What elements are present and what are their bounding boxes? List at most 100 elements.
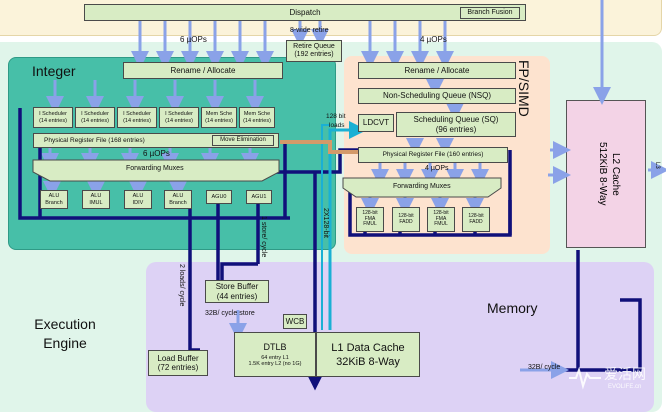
- unit-width: 128-bit: [468, 212, 484, 219]
- unit-type: ALU: [132, 193, 144, 200]
- int-uops-label: 6 µOPs: [143, 149, 170, 158]
- load-buffer-title: Load Buffer: [157, 353, 199, 363]
- l2-title: L2 Cache: [610, 152, 621, 196]
- sched-entries: (14 entries): [39, 117, 67, 124]
- twox128-label: 2X128-bit: [322, 208, 329, 238]
- int-scheduler-2: I Scheduler(14 entries): [117, 107, 157, 128]
- dtlb-l2-entries: 1.5K entry L2 (no 1G): [248, 361, 302, 368]
- l1d-size: 32KiB 8-Way: [336, 355, 400, 368]
- store-rate-label: 32B/ cycle store: [205, 310, 255, 317]
- uops-left-label: 6 µOPs: [180, 35, 207, 44]
- sq-label: Scheduling Queue (SQ): [413, 115, 499, 125]
- agu-label: AGU1: [251, 193, 267, 200]
- fp-rename-allocate: Rename / Allocate: [358, 62, 516, 79]
- agu-label: AGU0: [211, 193, 227, 200]
- unit-width: 128-bit: [362, 209, 378, 216]
- wcb-label: WCB: [285, 316, 305, 326]
- agu0-unit: AGU0: [206, 190, 232, 204]
- store-buffer-entries: (44 entries): [216, 291, 258, 301]
- sched-entries: (14 entries): [243, 117, 271, 124]
- unit-type: FMA: [364, 215, 376, 222]
- int-rename-allocate: Rename / Allocate: [123, 62, 283, 79]
- uops-right-label: 4 µOPs: [420, 35, 447, 44]
- fp-loads-label-1: 128 bit: [326, 113, 346, 120]
- execution-engine-label: Execution Engine: [20, 315, 110, 353]
- sched-entries: (14 entries): [205, 117, 233, 124]
- fp-loads-label-2: loads: [329, 122, 345, 129]
- unit-sub: IDIV: [132, 199, 144, 206]
- unit-type: FMA: [435, 215, 447, 222]
- dispatch-bar: Dispatch: [84, 4, 526, 21]
- dtlb-title: DTLB: [263, 341, 287, 352]
- fp-rename-label: Rename / Allocate: [404, 65, 470, 75]
- load-buffer: Load Buffer(72 entries): [148, 350, 208, 376]
- unit-type: ALU: [48, 193, 60, 200]
- sq-entries: (96 entries): [435, 124, 477, 134]
- engine-line-1: Execution: [34, 316, 96, 332]
- dtlb-box: DTLB 64 entry L1 1.5K entry L2 (no 1G): [234, 332, 316, 377]
- unit-width: 128-bit: [433, 209, 449, 216]
- retire-queue-title: Retire Queue: [293, 42, 335, 50]
- l3-label: L3: [654, 162, 660, 169]
- dtlb-l1-entries: 64 entry L1: [261, 354, 289, 361]
- unit-type: ALU: [90, 193, 102, 200]
- fp-uops-label: 4 µOPs: [425, 165, 449, 172]
- int-scheduler-3: I Scheduler(14 entries): [159, 107, 199, 128]
- sched-entries: (14 entries): [123, 117, 151, 124]
- ldcvt-unit: LDCVT: [358, 114, 394, 132]
- unit-sub: FMUL: [434, 221, 448, 228]
- mem-scheduler-1: Mem Sche(14 entries): [239, 107, 275, 128]
- int-rename-label: Rename / Allocate: [170, 65, 236, 75]
- non-scheduling-queue: Non-Scheduling Queue (NSQ): [358, 88, 516, 104]
- l2-cache-label: L2 Cache 512KiB 8-Way: [596, 106, 622, 242]
- memory-title: Memory: [487, 300, 538, 316]
- int-scheduler-0: I Scheduler(14 entries): [33, 107, 73, 128]
- store-buffer: Store Buffer(44 entries): [205, 280, 269, 303]
- store-per-cycle-label: 1 store/ cycle: [260, 216, 267, 258]
- load-buffer-entries: (72 entries): [157, 363, 199, 372]
- sched-name: I Scheduler: [165, 111, 193, 118]
- unit-width: 128-bit: [398, 212, 414, 219]
- sched-name: Mem Sche: [205, 111, 233, 118]
- retire-queue: Retire Queue (192 entries): [286, 40, 342, 62]
- fp-forwarding-label: Forwarding Muxes: [393, 183, 451, 190]
- int-forwarding-label: Forwarding Muxes: [126, 165, 184, 172]
- int-scheduler-1: I Scheduler(14 entries): [75, 107, 115, 128]
- watermark-en: EVOLIFE.cn: [608, 384, 642, 390]
- unit-type: ALU: [172, 193, 184, 200]
- sched-entries: (14 entries): [165, 117, 193, 124]
- retire-width-label: 8-wide retire: [290, 27, 329, 34]
- unit-sub: FMUL: [363, 221, 377, 228]
- tan-move-link: [280, 140, 360, 154]
- scheduling-queue: Scheduling Queue (SQ)(96 entries): [396, 112, 516, 137]
- fp-title: FP/SIMD: [516, 60, 532, 117]
- branch-fusion-label: Branch Fusion: [467, 8, 513, 16]
- retire-queue-entries: (192 entries): [294, 51, 334, 58]
- dispatch-label: Dispatch: [289, 7, 321, 17]
- move-elim-label: Move Elimination: [220, 137, 266, 144]
- unit-type: FADD: [399, 218, 413, 225]
- engine-line-2: Engine: [43, 335, 87, 351]
- integer-title: Integer: [32, 63, 76, 79]
- wcb-box: WCB: [283, 314, 307, 329]
- teal-load-path: [328, 121, 367, 330]
- unit-type: FADD: [469, 218, 483, 225]
- l2-size: 512KiB 8-Way: [597, 142, 608, 206]
- sched-name: I Scheduler: [39, 111, 67, 118]
- sched-name: I Scheduler: [123, 111, 151, 118]
- navy-int-bus-left: [18, 108, 290, 220]
- ldcvt-label: LDCVT: [362, 118, 390, 128]
- sched-name: Mem Sche: [243, 111, 271, 118]
- nsq-label: Non-Scheduling Queue (NSQ): [382, 91, 492, 101]
- unit-sub: Branch: [169, 199, 187, 206]
- fp-physical-register-file: Physical Register File (160 entries): [358, 147, 508, 163]
- sched-entries: (14 entries): [81, 117, 109, 124]
- move-elimination-box: Move Elimination: [212, 135, 274, 146]
